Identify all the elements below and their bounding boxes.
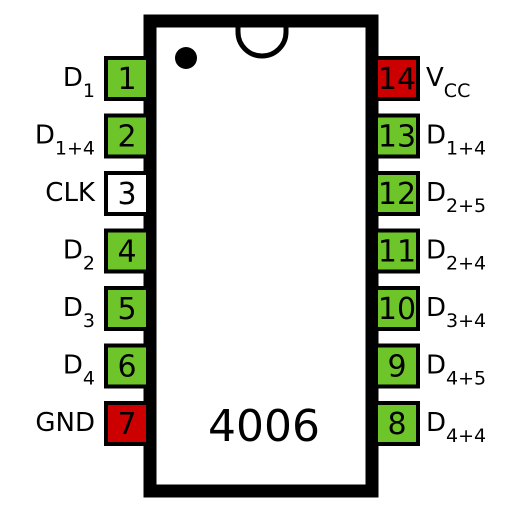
pin-14-number: 14	[378, 62, 416, 97]
pin-14-box	[374, 56, 420, 101]
pin-12-box	[374, 171, 420, 216]
pin-13-box	[374, 113, 420, 159]
pin-1: 1D1	[63, 56, 150, 102]
pin-14-subscript: CC	[444, 80, 471, 102]
pin-13-label: D1+4	[426, 121, 486, 160]
pin-13-signal: D	[426, 121, 446, 151]
pin-10: 10 D3+4	[374, 286, 486, 332]
pin-1-label: D1	[63, 63, 95, 102]
pin-10-label: D3+4	[426, 293, 486, 332]
pin-9-subscript: 4+5	[446, 368, 486, 390]
pin-8-number: 8	[387, 407, 406, 442]
pin-9-number: 9	[387, 350, 406, 385]
pin-6-number: 6	[117, 350, 136, 385]
pin-4-box	[104, 228, 150, 274]
pin-7-number: 7	[117, 407, 136, 442]
pin-3-signal: CLK	[45, 178, 96, 208]
pin-3-box	[104, 171, 150, 216]
pin-9-signal: D	[426, 351, 446, 381]
orientation-notch	[235, 24, 289, 59]
pin-12: 12 D2+5	[374, 171, 486, 217]
pin-7: 7 GND	[35, 401, 150, 446]
pin-13: 13 D1+4	[374, 113, 486, 160]
pin-5-box	[104, 286, 150, 331]
pin-4-subscript: 2	[83, 253, 95, 275]
pin-8-signal: D	[426, 408, 446, 438]
pin-14: 14 VCC	[374, 56, 470, 102]
pin-2-number: 2	[117, 120, 136, 155]
pin-1-box	[104, 56, 150, 101]
pin-2: 2 D1+4	[35, 113, 150, 160]
pin-4-label: D2	[63, 236, 95, 275]
pin-11-number: 11	[378, 235, 416, 270]
pin-11-label: D2+4	[426, 236, 486, 275]
pin-5-signal: D	[63, 293, 83, 323]
pin-8-subscript: 4+4	[446, 425, 486, 447]
pin-2-box	[104, 113, 150, 159]
pin-12-label: D2+5	[426, 178, 486, 217]
pin-3-label: CLK	[45, 178, 96, 208]
pin-2-signal: D	[35, 121, 55, 151]
pin-9-label: D4+5	[426, 351, 486, 390]
pin-4-number: 4	[117, 235, 136, 270]
pin-5-subscript: 3	[83, 310, 95, 332]
pin-8-box	[374, 401, 420, 446]
pin-12-number: 12	[378, 177, 416, 212]
pin-2-subscript: 1+4	[55, 138, 95, 160]
pin-9-box	[374, 343, 420, 389]
pin-6-signal: D	[63, 351, 83, 381]
pin-11-signal: D	[426, 236, 446, 266]
pin-10-signal: D	[426, 293, 446, 323]
pin-10-number: 10	[378, 292, 416, 327]
pin-14-label: VCC	[426, 63, 470, 102]
pin-2-label: D1+4	[35, 121, 95, 160]
pin-10-box	[374, 286, 420, 331]
pin-6: 6 D4	[63, 343, 150, 390]
pin-4-signal: D	[63, 236, 83, 266]
pin-10-subscript: 3+4	[446, 310, 486, 332]
pin-12-subscript: 2+5	[446, 195, 486, 217]
pin-3: 3 CLK	[45, 171, 150, 216]
pin-13-subscript: 1+4	[446, 138, 486, 160]
pin-14-signal: V	[426, 63, 444, 93]
pin-11-box	[374, 228, 420, 274]
pin-4: 4 D2	[63, 228, 150, 275]
pin-7-signal: GND	[35, 408, 95, 438]
pin-12-signal: D	[426, 178, 446, 208]
pin-6-subscript: 4	[83, 368, 95, 390]
pin-8-label: D4+4	[426, 408, 486, 447]
pin-7-box	[104, 401, 150, 446]
pin-3-number: 3	[117, 177, 136, 212]
pin-13-number: 13	[378, 120, 416, 155]
ic-package: 4006	[143, 14, 379, 498]
pin-11: 11 D2+4	[374, 228, 486, 275]
pin-6-label: D4	[63, 351, 95, 390]
pin1-indicator-dot	[175, 47, 197, 69]
pin-7-label: GND	[35, 408, 95, 438]
pin-1-subscript: 1	[83, 80, 95, 102]
pin-5-label: D3	[63, 293, 95, 332]
pin-1-signal: D	[63, 63, 83, 93]
chip-name: 4006	[208, 401, 320, 452]
pin-11-subscript: 2+4	[446, 253, 486, 275]
pin-5-number: 5	[117, 292, 136, 327]
pin-1-number: 1	[117, 62, 136, 97]
pin-6-box	[104, 343, 150, 389]
pin-5: 5 D3	[63, 286, 150, 332]
